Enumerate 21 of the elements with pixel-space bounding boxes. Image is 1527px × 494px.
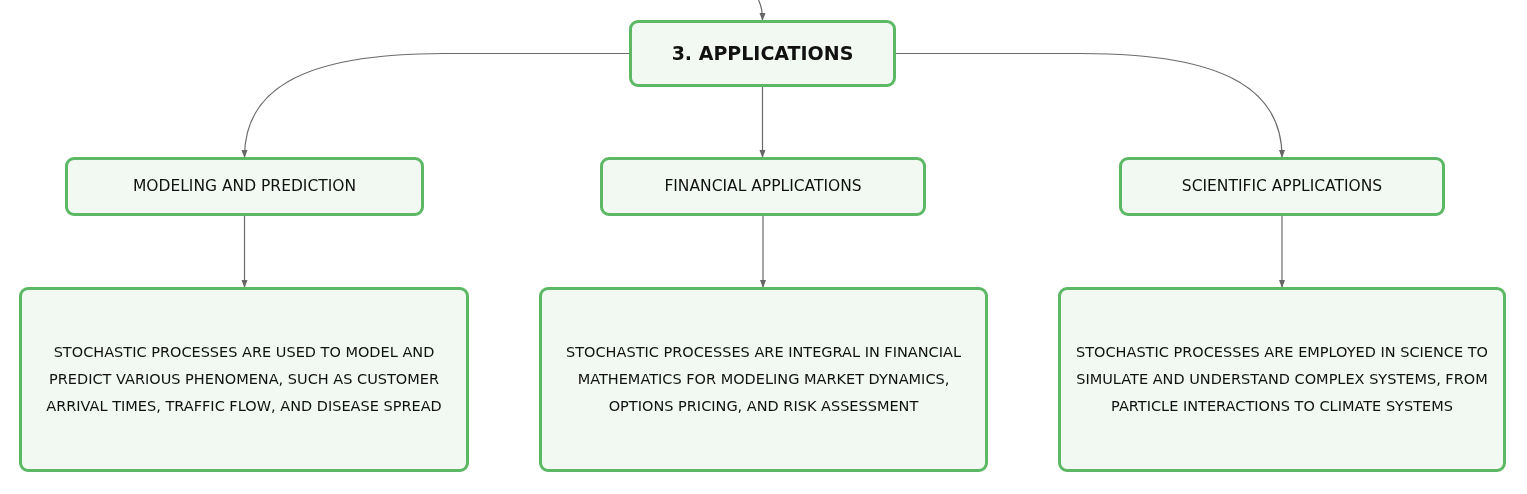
description-text: STOCHASTIC PROCESSES ARE EMPLOYED IN SCIENCE TO SIMULATE AND UNDERSTAND COMPLEX SYSTEMS, FROM PARTICLE INTERACTIONS TO CLIMATE SYSTEMS bbox=[1074, 343, 1490, 416]
description-box bbox=[1058, 287, 1506, 472]
root-topic-box bbox=[629, 20, 896, 87]
connector-arrow bbox=[241, 215, 248, 289]
topic-title: 3. APPLICATIONS bbox=[671, 42, 854, 65]
connector-arrow bbox=[895, 52, 1285, 159]
connector-arrow bbox=[1278, 215, 1286, 289]
topic-title: FINANCIAL APPLICATIONS bbox=[664, 177, 862, 196]
topic-title: MODELING AND PREDICTION bbox=[132, 177, 357, 196]
connector-arrow bbox=[759, 86, 766, 159]
description-box bbox=[19, 287, 469, 472]
description-text: STOCHASTIC PROCESSES ARE USED TO MODEL AND PREDICT VARIOUS PHENOMENA, SUCH AS CUSTOMER ARRIVAL TIMES, TRAFFIC FLOW, AND DISEASE SPREAD bbox=[45, 343, 443, 416]
topic-box bbox=[65, 157, 424, 216]
connector-arrow bbox=[757, 0, 766, 22]
topic-box bbox=[600, 157, 926, 216]
connector-arrow bbox=[241, 52, 630, 159]
topic-box bbox=[1119, 157, 1445, 216]
connector-arrow bbox=[759, 215, 767, 289]
topic-title: SCIENTIFIC APPLICATIONS bbox=[1181, 177, 1383, 196]
description-box bbox=[539, 287, 988, 472]
description-text: STOCHASTIC PROCESSES ARE INTEGRAL IN FINANCIAL MATHEMATICS FOR MODELING MARKET DYNAMICS, OPTIONS PRICING, AND RISK ASSESSMENT bbox=[565, 343, 962, 416]
